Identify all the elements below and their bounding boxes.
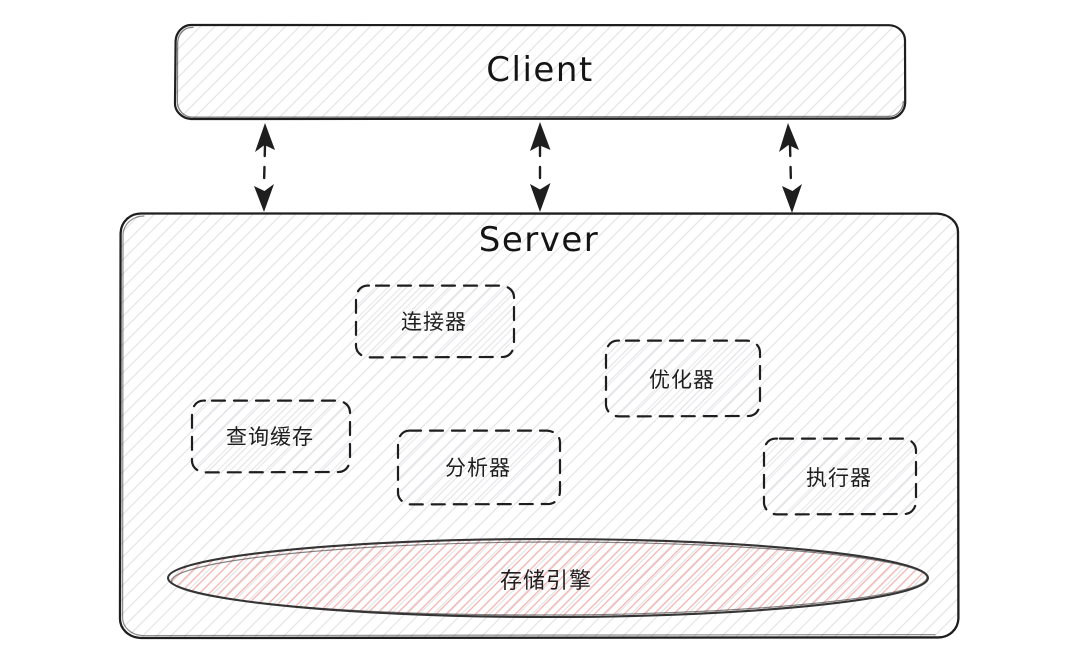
- node-storage-engine: [166, 537, 930, 619]
- client-box: [173, 23, 907, 121]
- node-executor: [760, 437, 918, 516]
- connection-arrow-left: [254, 123, 275, 212]
- connection-arrow-right: [779, 123, 802, 213]
- node-connector: [354, 284, 516, 359]
- node-optimizer: [602, 339, 762, 418]
- connection-arrows: [254, 122, 802, 213]
- connection-arrow-middle: [530, 122, 551, 212]
- node-analyzer: [396, 429, 562, 506]
- node-query-cache: [190, 399, 352, 474]
